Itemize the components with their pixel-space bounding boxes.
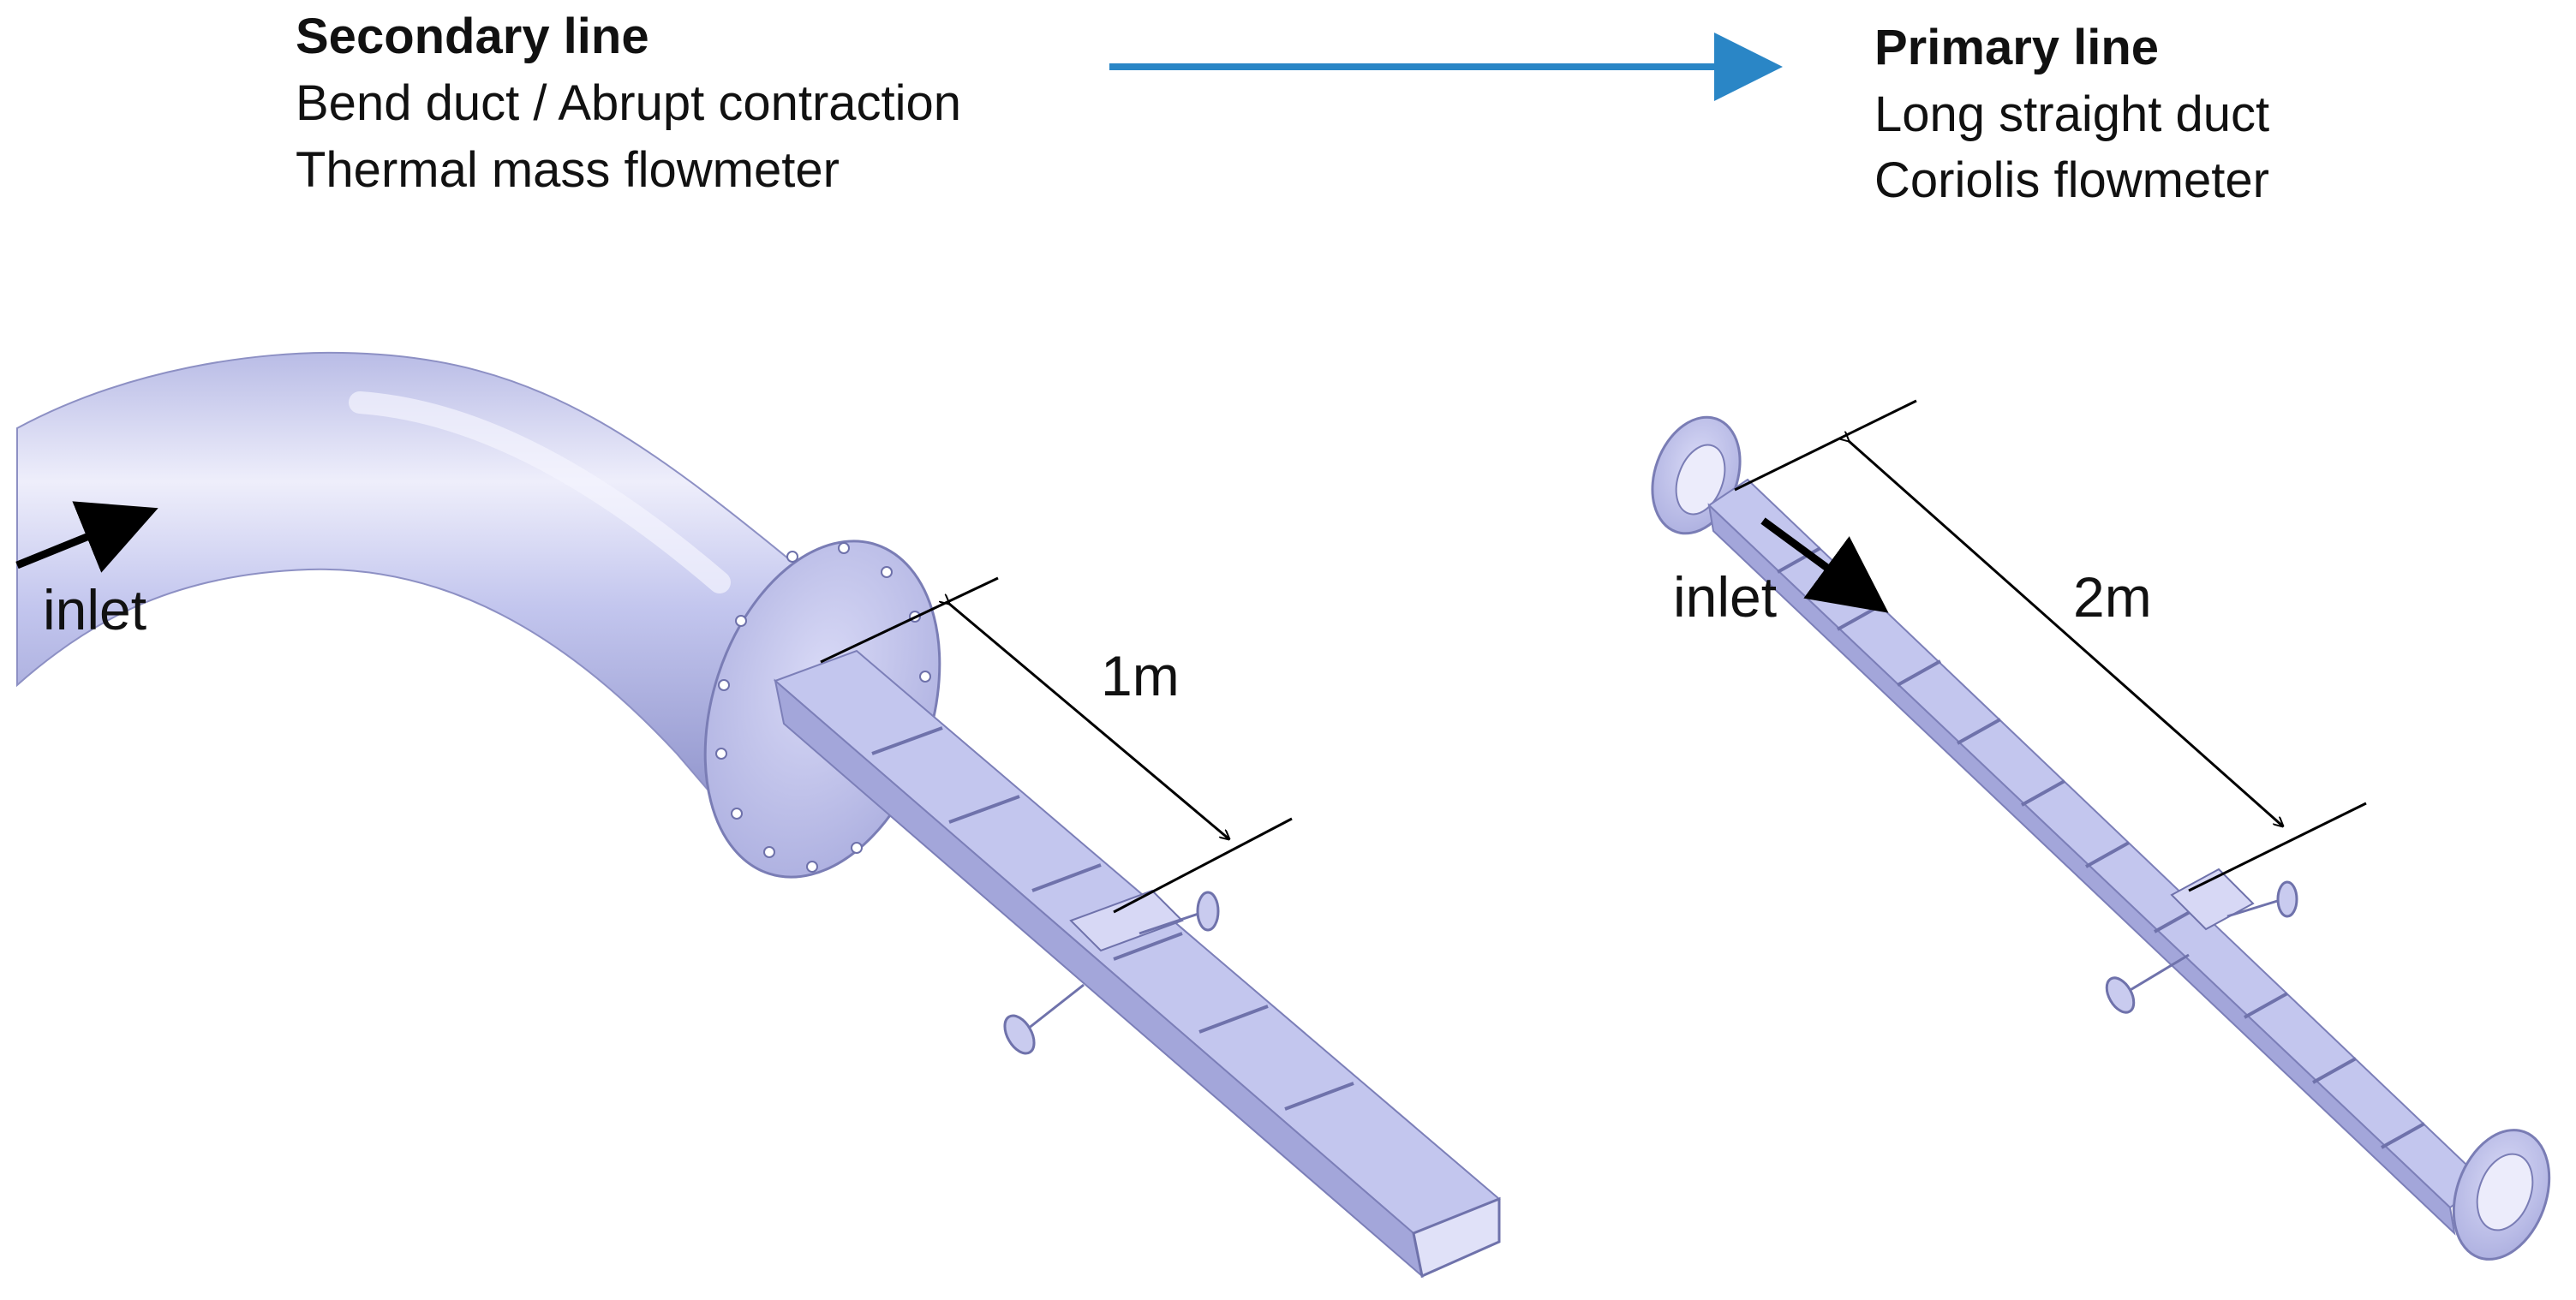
secondary-line-title: Secondary line <box>296 9 649 64</box>
primary-line-description-2: Coriolis flowmeter <box>1874 152 2269 208</box>
primary-line-description-1: Long straight duct <box>1874 86 2269 142</box>
thermal-flowmeter <box>1069 889 1184 952</box>
secondary-dimension-extension-1 <box>820 576 999 664</box>
primary-dimension-extension-1 <box>1734 399 1917 492</box>
secondary-side-ports <box>1003 891 1220 1055</box>
primary-line-title: Primary line <box>1874 20 2159 75</box>
secondary-duct-side <box>774 678 1424 1279</box>
secondary-inlet-label: inlet <box>43 578 146 641</box>
secondary-dimension-extension-2 <box>1113 817 1293 914</box>
primary-dimension-extension-2 <box>2188 802 2367 892</box>
primary-inlet-opening <box>1675 444 1726 516</box>
primary-length-label: 2m <box>2073 565 2152 629</box>
primary-duct-assembly: inlet 2m <box>1651 399 2551 1261</box>
secondary-duct-outlet <box>1412 1196 1501 1279</box>
secondary-line-description-2: Thermal mass flowmeter <box>296 142 840 198</box>
primary-inlet-label: inlet <box>1673 565 1777 629</box>
secondary-inlet-arrow <box>15 501 158 573</box>
secondary-line-description-1: Bend duct / Abrupt contraction <box>296 75 961 131</box>
primary-dimension-line <box>1849 441 2283 826</box>
secondary-length-label: 1m <box>1101 644 1180 707</box>
secondary-square-duct <box>774 649 1501 1235</box>
secondary-duct-assembly: inlet 1m <box>15 351 1501 1279</box>
secondary-dimension-line <box>949 604 1229 839</box>
primary-side-ports <box>2105 880 2298 1014</box>
bend-highlight <box>349 391 731 593</box>
primary-outlet-opening <box>2476 1153 2534 1231</box>
